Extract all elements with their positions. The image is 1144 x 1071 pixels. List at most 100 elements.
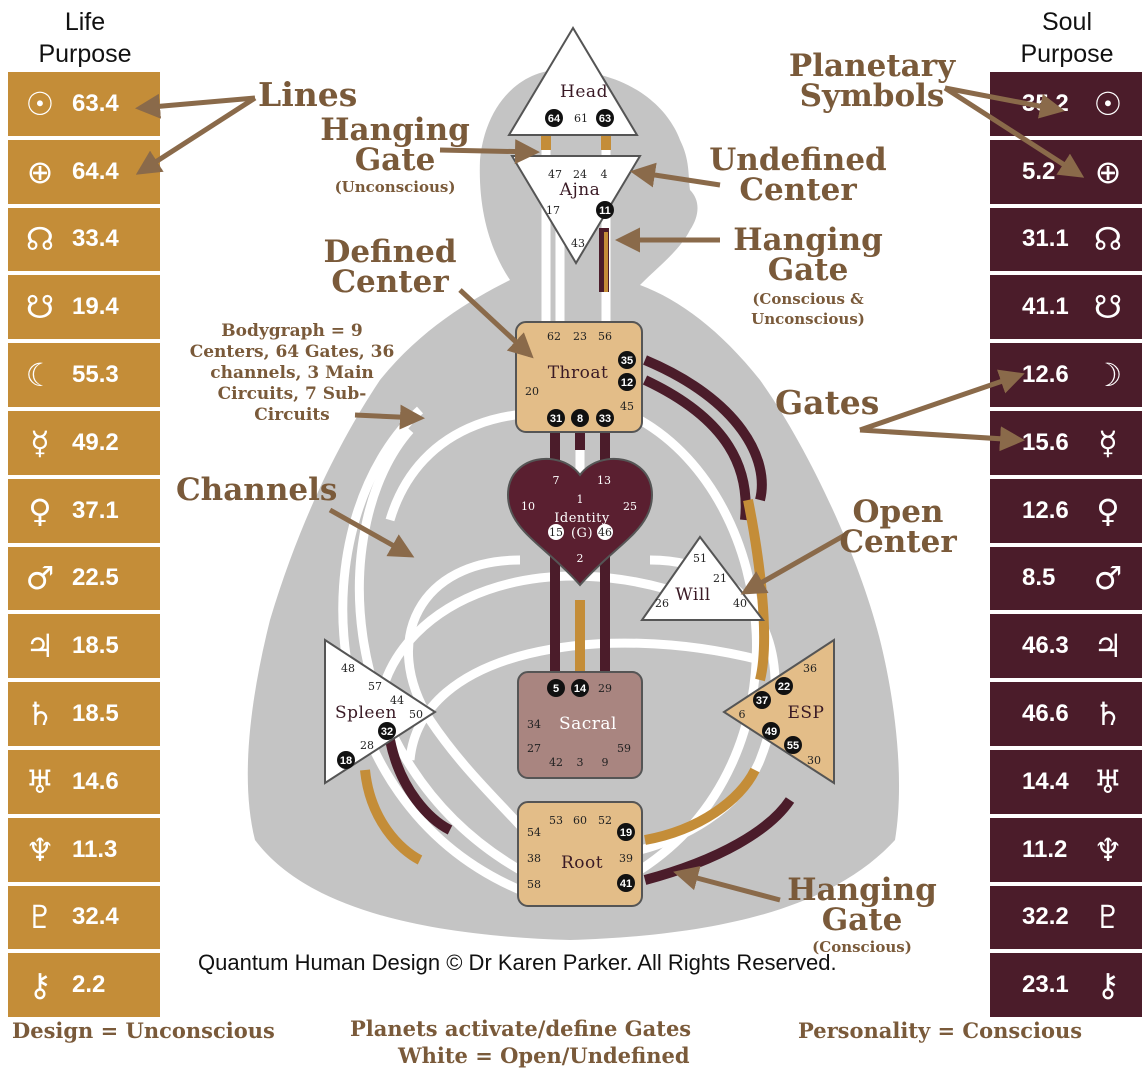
planet-symbol-icon: ♄ [1093,695,1123,734]
activation-value: 8.5 [1022,564,1056,592]
svg-text:34: 34 [527,718,541,731]
svg-text:32: 32 [381,726,393,738]
personality-row: 12.6♀ [990,478,1142,543]
bodygraph-info-l3: channels, 3 Main [210,363,374,383]
svg-text:8: 8 [577,413,583,425]
svg-text:28: 28 [360,739,374,752]
open-center-l1: Open [853,494,944,530]
svg-text:44: 44 [390,694,404,707]
bodygraph-info-l4: Circuits, 7 Sub- [218,384,367,404]
design-row: ♀37.1 [8,478,160,543]
activation-value: 14.4 [1022,767,1069,795]
planet-symbol-icon: ⊕ [1094,152,1122,191]
head-label: Head [560,82,608,102]
activation-value: 22.5 [72,564,119,592]
activation-value: 11.3 [72,835,118,863]
svg-text:22: 22 [778,681,790,693]
undefined-center-l2: Center [739,172,857,208]
activation-value: 32.2 [1022,903,1069,931]
activation-value: 19.4 [72,293,119,321]
planet-symbol-icon: ☉ [25,84,55,123]
identity-center: 7 13 10 1 25 Identity (G) 15 46 2 [506,457,654,587]
throat-center: 62 23 56 Throat 20 35 12 45 31 8 33 [515,321,643,433]
svg-text:11: 11 [599,205,611,217]
design-row: ♂ 22.5 [8,546,160,611]
bodygraph-info-l5: Circuits [254,405,330,425]
svg-text:54: 54 [527,826,541,839]
svg-text:29: 29 [598,682,612,695]
planet-symbol-icon: ☋ [1093,288,1123,327]
activation-value: 37.1 [72,496,119,524]
ajna-center: 47 24 4 Ajna 17 11 43 [510,155,642,265]
design-panel: ☉63.4⊕64.4☊33.4☋19.4☾55.3☿49.2♀37.1♂22.5… [8,72,160,1021]
annotations: Lines Hanging Gate (Unconscious) Undefin… [176,48,957,956]
hanging-gate-con-l3: (Conscious) [812,938,912,956]
svg-text:13: 13 [597,474,611,487]
svg-text:17: 17 [546,204,560,217]
design-row: ☊33.4 [8,207,160,272]
svg-text:37: 37 [756,695,768,707]
svg-text:3: 3 [577,756,584,769]
planetary-symbols-l1: Planetary [789,48,956,84]
planet-symbol-icon: ♃ [25,627,55,666]
svg-text:55: 55 [787,740,799,752]
svg-text:57: 57 [368,680,382,693]
esp-center: 36 22 37 6 ESP 49 55 30 [722,638,835,785]
activation-value: 5.2 [1022,157,1056,185]
activation-value: 33.4 [72,225,119,253]
personality-row: 14.4♅ [990,749,1142,814]
lines-label: Lines [258,75,357,114]
identity-label: Identity [554,511,610,526]
soul-purpose-title: Soul Purpose [1020,8,1114,68]
planet-symbol-icon: ☿ [30,423,50,462]
svg-text:53: 53 [549,814,563,827]
svg-text:42: 42 [549,756,563,769]
svg-text:12: 12 [621,377,633,389]
personality-row: 8.5 ♂ [990,546,1142,611]
svg-text:18: 18 [340,755,352,767]
svg-text:39: 39 [619,852,633,865]
svg-text:38: 38 [527,852,541,865]
planet-symbol-icon: ☊ [1093,220,1123,259]
svg-text:26: 26 [655,597,669,610]
svg-text:10: 10 [521,500,535,513]
planet-symbol-icon: ☿ [1098,423,1118,462]
planet-symbol-icon: ♀ [1096,491,1120,530]
design-row: ♆11.3 [8,817,160,882]
gates-label: Gates [775,383,879,422]
svg-text:46: 46 [598,526,612,539]
design-row: ⊕64.4 [8,139,160,204]
defined-center-l1: Defined [323,234,456,270]
personality-row: 46.3♃ [990,614,1142,679]
svg-text:25: 25 [623,500,637,513]
svg-text:15: 15 [549,526,563,539]
activation-value: 63.4 [72,89,119,117]
planet-symbol-icon: ♂ [25,559,55,598]
svg-text:19: 19 [620,827,632,839]
hanging-gate-unc-l2: Gate [355,142,436,178]
svg-text:1: 1 [577,493,584,506]
head-center: Head 64 61 63 [507,26,639,136]
planet-symbol-icon: ♆ [1093,830,1123,869]
planet-symbol-icon: ☽ [1093,356,1123,395]
activation-value: 18.5 [72,632,119,660]
planet-symbol-icon: ♂ [1093,559,1123,598]
personality-row: 5.2 ⊕ [990,139,1142,204]
svg-text:21: 21 [713,572,727,585]
planet-symbol-icon: ♇ [25,898,55,937]
svg-text:20: 20 [525,385,539,398]
activation-value: 41.1 [1022,293,1069,321]
hanging-gate-con-l2: Gate [822,902,903,938]
hanging-gate-con-l1: Hanging [787,872,937,908]
activation-value: 14.6 [72,767,119,795]
hanging-gate-unc-l3: (Unconscious) [335,178,456,196]
svg-text:59: 59 [617,742,631,755]
will-label: Will [675,585,711,605]
throat-label: Throat [548,363,609,383]
design-row: ♇32.4 [8,885,160,950]
activation-value: 31.1 [1022,225,1069,253]
svg-text:6: 6 [739,708,746,721]
personality-row: 31.1 ☊ [990,207,1142,272]
personality-row: 32.2♇ [990,885,1142,950]
